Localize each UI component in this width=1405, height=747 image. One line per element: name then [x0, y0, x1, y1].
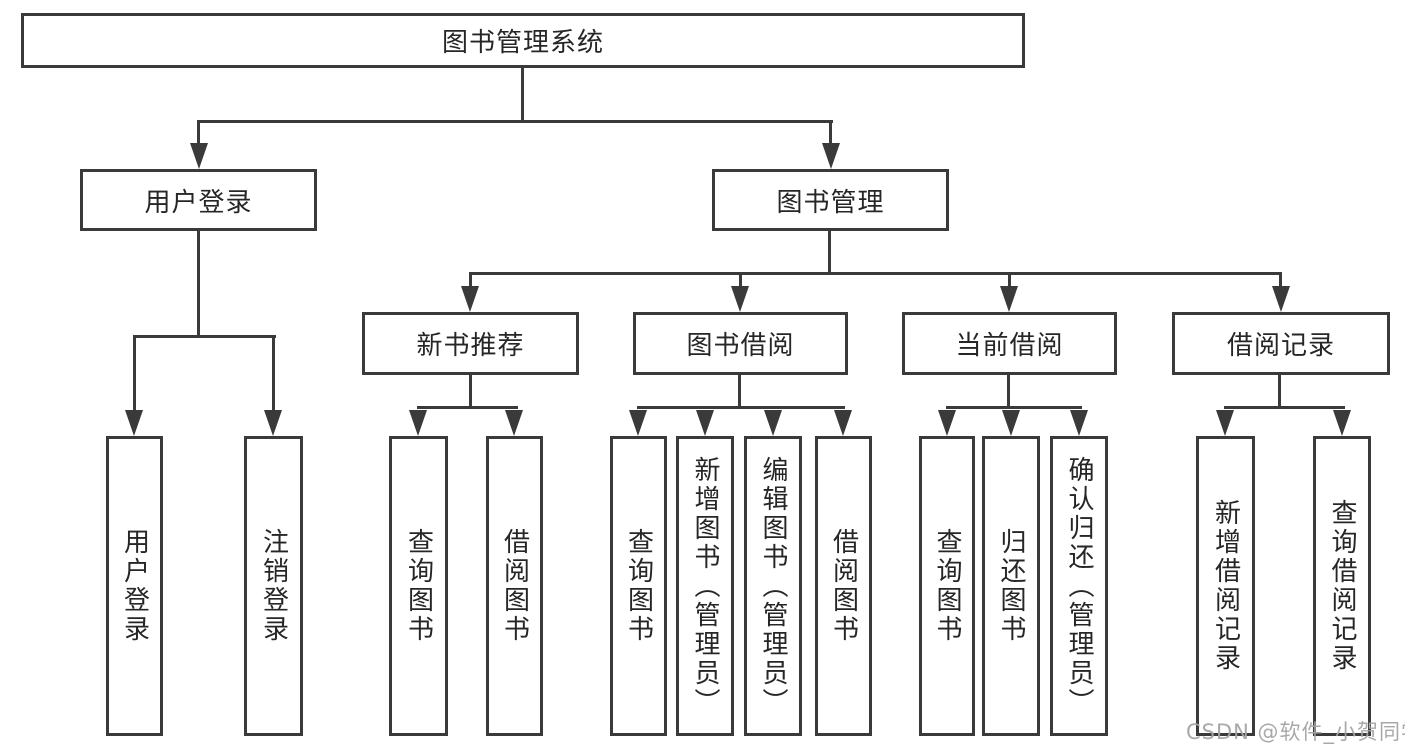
arrow-down-icon	[461, 286, 479, 312]
arrow-down-icon	[1002, 410, 1020, 436]
leaf-add-borrow-record: 新增借阅记录	[1196, 436, 1255, 736]
leaf-logout-login: 注销登录	[244, 436, 303, 736]
arrow-down-icon	[1070, 410, 1088, 436]
h-line	[417, 406, 518, 409]
arrow-down-icon	[409, 410, 427, 436]
arrow-down-icon	[1272, 286, 1290, 312]
arrow-down-icon	[764, 410, 782, 436]
arrow-down-icon	[696, 410, 714, 436]
node-new-book-recommendation: 新书推荐	[362, 312, 579, 375]
h-line	[1224, 406, 1345, 409]
stem	[133, 335, 136, 415]
leaf-query-borrow-record: 查询借阅记录	[1313, 436, 1371, 736]
v-line	[1007, 375, 1010, 409]
node-book-management: 图书管理	[712, 169, 949, 231]
h-line	[946, 406, 1082, 409]
leaf-borrow-book-rec: 借阅图书	[486, 436, 543, 736]
stem	[272, 335, 275, 415]
leaf-return-book: 归还图书	[982, 436, 1040, 736]
stem	[739, 272, 742, 290]
stem	[829, 120, 832, 148]
arrow-down-icon	[629, 410, 647, 436]
v-line	[521, 68, 524, 123]
v-line	[828, 231, 831, 275]
h-line	[133, 335, 276, 338]
h-line	[637, 406, 845, 409]
leaf-query-book-current: 查询图书	[919, 436, 975, 736]
node-book-borrowing: 图书借阅	[633, 312, 848, 375]
stem	[1279, 272, 1282, 290]
arrow-down-icon	[125, 410, 143, 436]
node-borrowing-record: 借阅记录	[1172, 312, 1390, 375]
arrow-down-icon	[190, 143, 208, 169]
node-user-login: 用户登录	[80, 169, 317, 231]
leaf-borrow-book: 借阅图书	[815, 436, 872, 736]
arrow-down-icon	[1000, 286, 1018, 312]
v-line	[738, 375, 741, 409]
watermark: CSDN @软件_小贺同学	[1186, 720, 1405, 744]
arrow-down-icon	[731, 286, 749, 312]
h-line	[469, 272, 1282, 275]
v-line	[1278, 375, 1281, 409]
v-line	[197, 231, 200, 338]
leaf-edit-book-admin: 编辑图书（管理员）	[744, 436, 802, 736]
stem	[1008, 272, 1011, 290]
v-line	[469, 375, 472, 409]
arrow-down-icon	[1333, 410, 1351, 436]
arrow-down-icon	[264, 410, 282, 436]
leaf-add-book-admin: 新增图书（管理员）	[676, 436, 734, 736]
arrow-down-icon	[938, 410, 956, 436]
leaf-confirm-return-admin: 确认归还（管理员）	[1050, 436, 1108, 736]
leaf-user-login: 用户登录	[106, 436, 163, 736]
leaf-query-book-rec: 查询图书	[389, 436, 448, 736]
h-line	[197, 120, 833, 123]
node-current-borrowing: 当前借阅	[902, 312, 1117, 375]
arrow-down-icon	[1216, 410, 1234, 436]
node-library-management-system: 图书管理系统	[21, 13, 1025, 68]
arrow-down-icon	[822, 143, 840, 169]
stem	[469, 272, 472, 290]
stem	[197, 120, 200, 148]
arrow-down-icon	[834, 410, 852, 436]
leaf-query-book-borrow: 查询图书	[610, 436, 667, 736]
arrow-down-icon	[505, 410, 523, 436]
